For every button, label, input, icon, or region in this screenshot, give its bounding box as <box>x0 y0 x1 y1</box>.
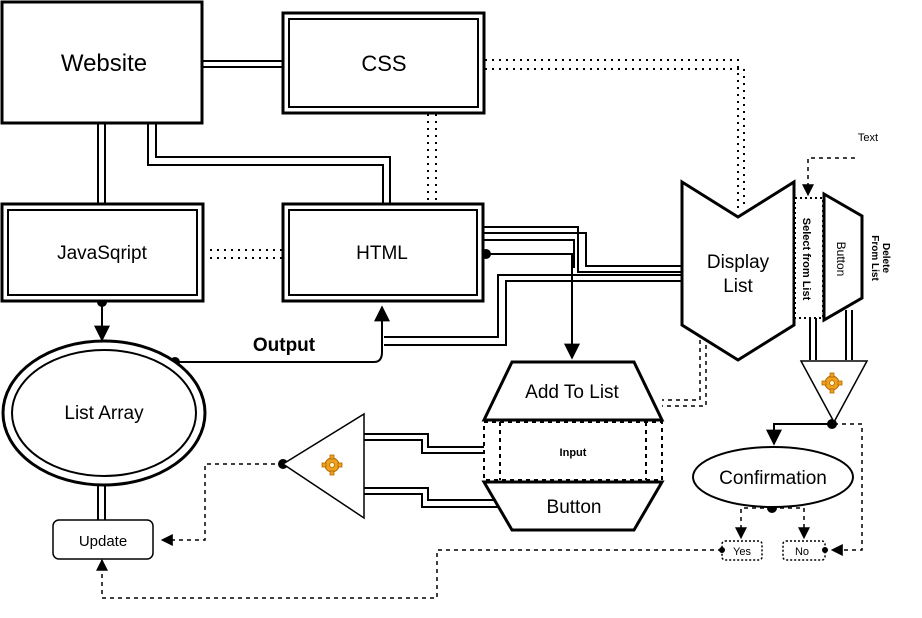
delete-from-list-line1: Delete <box>880 243 891 273</box>
display-list-label-line2: List <box>723 276 753 297</box>
delete-from-list-label-group: Delete From List <box>869 235 891 281</box>
gear-triangle-right <box>799 360 869 424</box>
button-node[interactable]: Button <box>481 480 665 532</box>
select-from-list-node[interactable]: Select from List <box>794 197 824 319</box>
button-vertical-node[interactable]: Button <box>822 191 864 323</box>
delete-from-list-line2: From List <box>869 235 880 281</box>
output-label: Output <box>253 335 316 356</box>
website-node[interactable]: Website <box>0 0 204 125</box>
display-list-label-line1: Display <box>707 252 770 273</box>
css-label: CSS <box>361 51 406 76</box>
no-label: No <box>795 546 809 558</box>
display-list-node[interactable]: Display List <box>680 179 796 362</box>
javascript-label: JavaSqript <box>57 243 147 264</box>
gear-triangle-left <box>281 412 365 520</box>
confirmation-node[interactable]: Confirmation <box>692 446 854 508</box>
html-node[interactable]: HTML <box>281 202 485 303</box>
css-node[interactable]: CSS <box>281 11 486 115</box>
html-label: HTML <box>356 243 408 264</box>
select-from-list-label: Select from List <box>800 218 812 301</box>
button-label: Button <box>547 497 602 518</box>
confirmation-label: Confirmation <box>719 468 827 489</box>
add-to-list-label: Add To List <box>525 382 619 403</box>
no-node[interactable]: No <box>782 540 828 561</box>
yes-node[interactable]: Yes <box>719 540 763 561</box>
list-array-node[interactable]: List Array <box>1 339 207 487</box>
list-array-label: List Array <box>64 403 144 424</box>
button-vertical-label: Button <box>834 242 848 277</box>
input-node[interactable]: Input <box>483 421 663 481</box>
website-label: Website <box>61 50 147 77</box>
add-to-list-node[interactable]: Add To List <box>481 360 665 422</box>
edges <box>94 59 863 599</box>
update-label: Update <box>79 533 127 550</box>
yes-label: Yes <box>733 546 751 558</box>
javascript-node[interactable]: JavaSqript <box>0 202 205 303</box>
update-node[interactable]: Update <box>52 519 154 560</box>
text-note: Text <box>858 132 878 144</box>
input-label: Input <box>560 447 587 459</box>
